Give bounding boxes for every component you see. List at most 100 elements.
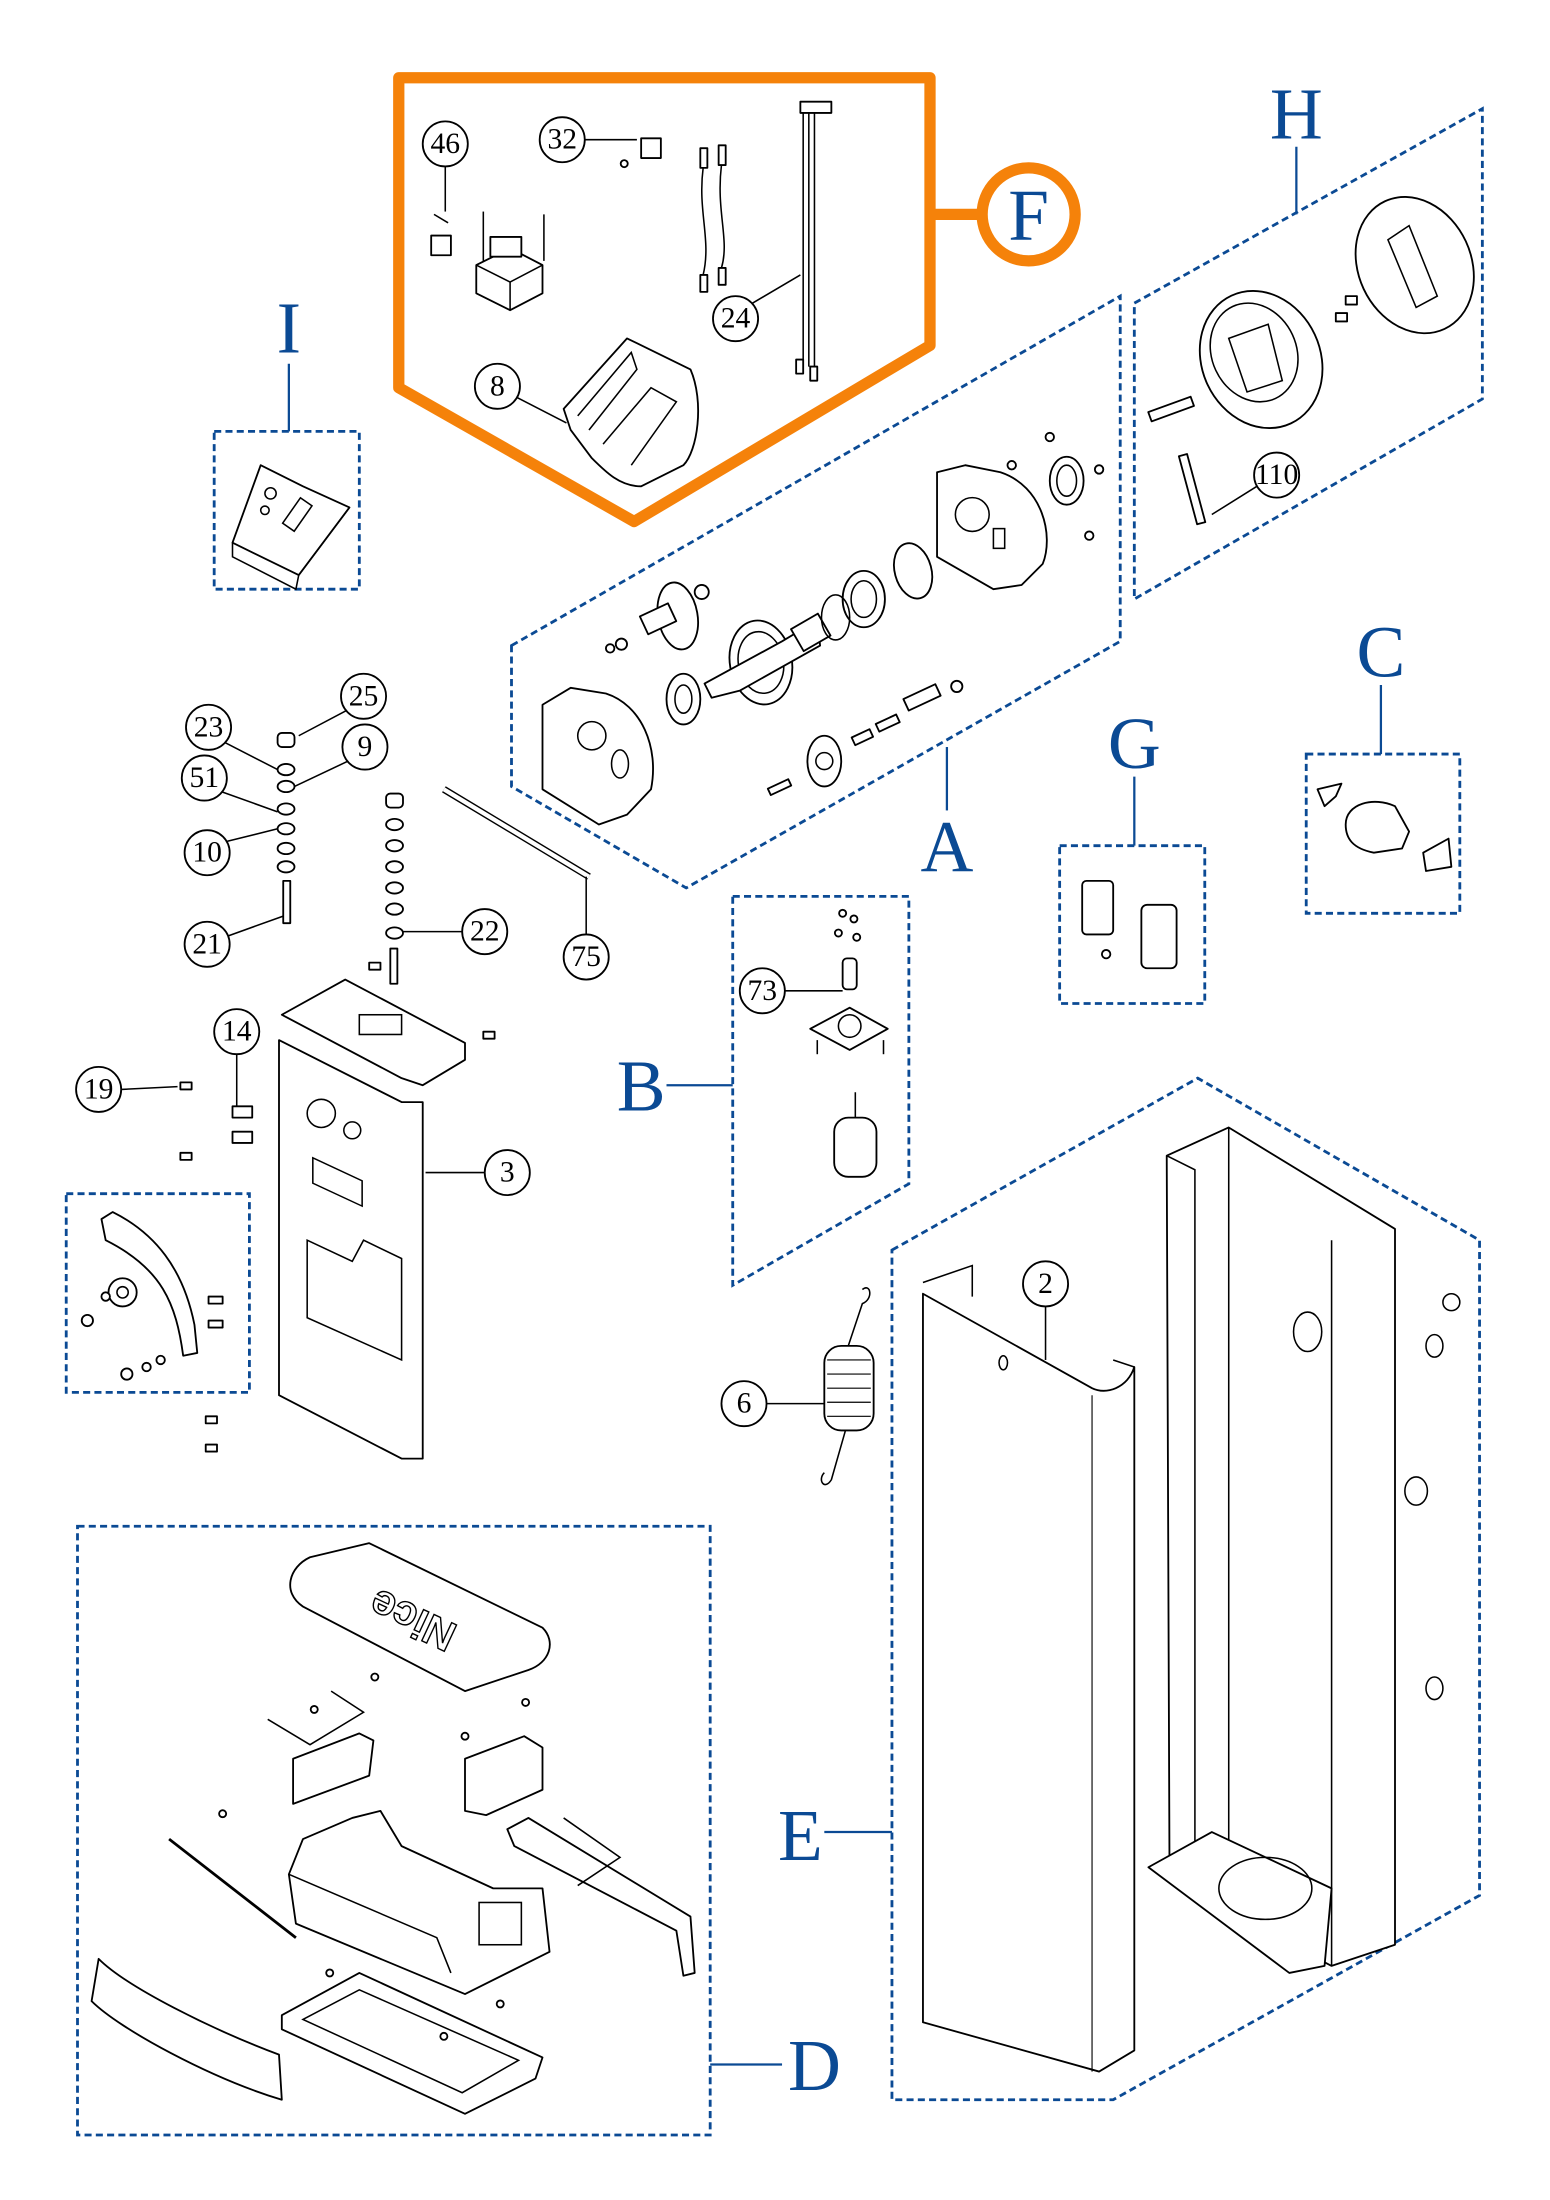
screw-part[interactable] bbox=[370, 1672, 380, 1682]
pulley-disk-part[interactable] bbox=[1178, 271, 1345, 449]
bracket-part[interactable] bbox=[267, 1690, 366, 1746]
screw-part[interactable] bbox=[521, 1697, 531, 1707]
output-gear-part[interactable] bbox=[703, 612, 832, 710]
svg-text:51: 51 bbox=[190, 762, 220, 794]
plate-part[interactable] bbox=[292, 1732, 375, 1805]
group-c[interactable]: C bbox=[1304, 612, 1462, 915]
callout-21: 21 bbox=[183, 915, 284, 968]
svg-text:21: 21 bbox=[192, 928, 222, 960]
worm-gear-part[interactable] bbox=[766, 679, 964, 796]
group-d[interactable]: D Nice bbox=[76, 1524, 841, 2137]
svg-text:14: 14 bbox=[222, 1016, 252, 1048]
screw-part[interactable] bbox=[218, 1809, 228, 1819]
side-grille-part[interactable] bbox=[506, 1817, 696, 1977]
encoder-part[interactable] bbox=[809, 908, 889, 1055]
cover-disk-part[interactable] bbox=[1334, 177, 1496, 352]
group-e[interactable]: E 2 bbox=[778, 1076, 1481, 2102]
screw-part[interactable] bbox=[231, 1130, 254, 1144]
fastener-stack-left[interactable] bbox=[276, 732, 296, 925]
gasket-part[interactable] bbox=[280, 1972, 544, 2115]
front-panel-part[interactable] bbox=[90, 1957, 283, 2101]
gearbox-half-right-part[interactable] bbox=[936, 464, 1048, 591]
cap-part[interactable] bbox=[1422, 837, 1453, 872]
card-part[interactable] bbox=[1081, 879, 1115, 936]
screw-part[interactable] bbox=[439, 2031, 449, 2041]
screw-part[interactable] bbox=[460, 1731, 470, 1741]
screw-part[interactable] bbox=[1100, 949, 1112, 960]
group-a[interactable]: A bbox=[510, 293, 1122, 890]
bracket-part[interactable] bbox=[563, 1817, 622, 1887]
lamp-part[interactable] bbox=[1344, 800, 1411, 854]
svg-text:110: 110 bbox=[1255, 459, 1298, 491]
screw-part[interactable] bbox=[495, 1999, 505, 2009]
screw-part[interactable] bbox=[309, 1704, 319, 1714]
screw-part[interactable] bbox=[204, 1415, 218, 1425]
pinion-gear-part[interactable] bbox=[604, 579, 710, 654]
bracket-group[interactable] bbox=[64, 1192, 251, 1394]
group-f[interactable]: F 46 32 24 8 bbox=[393, 72, 1081, 528]
receiver-part[interactable] bbox=[1140, 903, 1178, 970]
group-g[interactable]: G bbox=[1058, 703, 1207, 1005]
fastener-stack-right[interactable] bbox=[368, 792, 404, 985]
top-lid-part[interactable]: Nice bbox=[289, 1542, 551, 1693]
wiring-harness-part[interactable] bbox=[795, 100, 833, 382]
screw-part[interactable] bbox=[325, 1968, 335, 1978]
group-b-label: B bbox=[617, 1046, 666, 1127]
screw-part[interactable] bbox=[179, 1151, 193, 1161]
svg-text:3: 3 bbox=[500, 1157, 515, 1189]
screw-part[interactable] bbox=[204, 1443, 218, 1453]
group-g-label: G bbox=[1108, 703, 1161, 784]
svg-text:32: 32 bbox=[547, 124, 577, 156]
callout-14: 14 bbox=[213, 1008, 261, 1107]
battery-housing-part[interactable] bbox=[562, 337, 700, 488]
svg-text:23: 23 bbox=[194, 711, 224, 743]
motor-part[interactable] bbox=[833, 1092, 878, 1178]
short-cables-part[interactable] bbox=[699, 144, 727, 293]
svg-text:22: 22 bbox=[470, 916, 500, 948]
screw-part[interactable] bbox=[179, 1081, 193, 1091]
svg-text:8: 8 bbox=[490, 370, 505, 402]
callout-46: 46 bbox=[421, 120, 469, 212]
clip-part[interactable] bbox=[1316, 782, 1343, 808]
svg-text:73: 73 bbox=[748, 975, 778, 1007]
column-housing-part[interactable] bbox=[1147, 1126, 1461, 1974]
terminal-block-part[interactable] bbox=[430, 213, 452, 257]
pin-part[interactable] bbox=[1177, 453, 1207, 526]
front-cover-part[interactable] bbox=[922, 1264, 1136, 2073]
control-board-part[interactable] bbox=[231, 464, 351, 591]
screw-part[interactable] bbox=[1334, 312, 1349, 323]
screws-part[interactable] bbox=[1006, 431, 1105, 541]
spring-part[interactable] bbox=[820, 1287, 875, 1486]
group-h-outline bbox=[1132, 106, 1484, 602]
svg-text:10: 10 bbox=[192, 837, 222, 869]
group-f-label: F bbox=[1008, 175, 1049, 256]
bracket-group-outline bbox=[64, 1192, 251, 1394]
group-g-outline bbox=[1058, 844, 1207, 1005]
bearing-part[interactable] bbox=[665, 455, 1085, 726]
cover-base-part[interactable] bbox=[287, 1809, 551, 1995]
transformer-part[interactable] bbox=[475, 211, 545, 312]
screw-part[interactable] bbox=[482, 1030, 496, 1040]
pin-part[interactable] bbox=[1147, 395, 1195, 423]
screw-part[interactable] bbox=[1344, 295, 1358, 306]
callout-23: 23 bbox=[185, 703, 278, 771]
svg-text:19: 19 bbox=[84, 1073, 114, 1105]
callout-9: 9 bbox=[294, 723, 389, 788]
group-b-outline bbox=[731, 894, 911, 1288]
group-i[interactable]: I bbox=[212, 287, 361, 591]
screw-part[interactable] bbox=[231, 1105, 254, 1119]
group-d-outline bbox=[76, 1524, 712, 2137]
connector-part[interactable] bbox=[619, 137, 662, 169]
gearbox-half-left-part[interactable] bbox=[541, 686, 654, 826]
group-i-outline bbox=[212, 429, 361, 591]
shaft-rod-part[interactable] bbox=[442, 786, 591, 880]
callout-19: 19 bbox=[75, 1065, 178, 1113]
group-i-label: I bbox=[277, 287, 301, 368]
group-b[interactable]: B 73 bbox=[617, 894, 911, 1288]
group-h[interactable]: H 110 bbox=[1132, 73, 1496, 602]
cable-tie-part[interactable] bbox=[168, 1837, 297, 1939]
callout-32: 32 bbox=[538, 116, 637, 164]
mounting-plate-part[interactable] bbox=[278, 978, 466, 1460]
plate-part[interactable] bbox=[464, 1735, 544, 1817]
